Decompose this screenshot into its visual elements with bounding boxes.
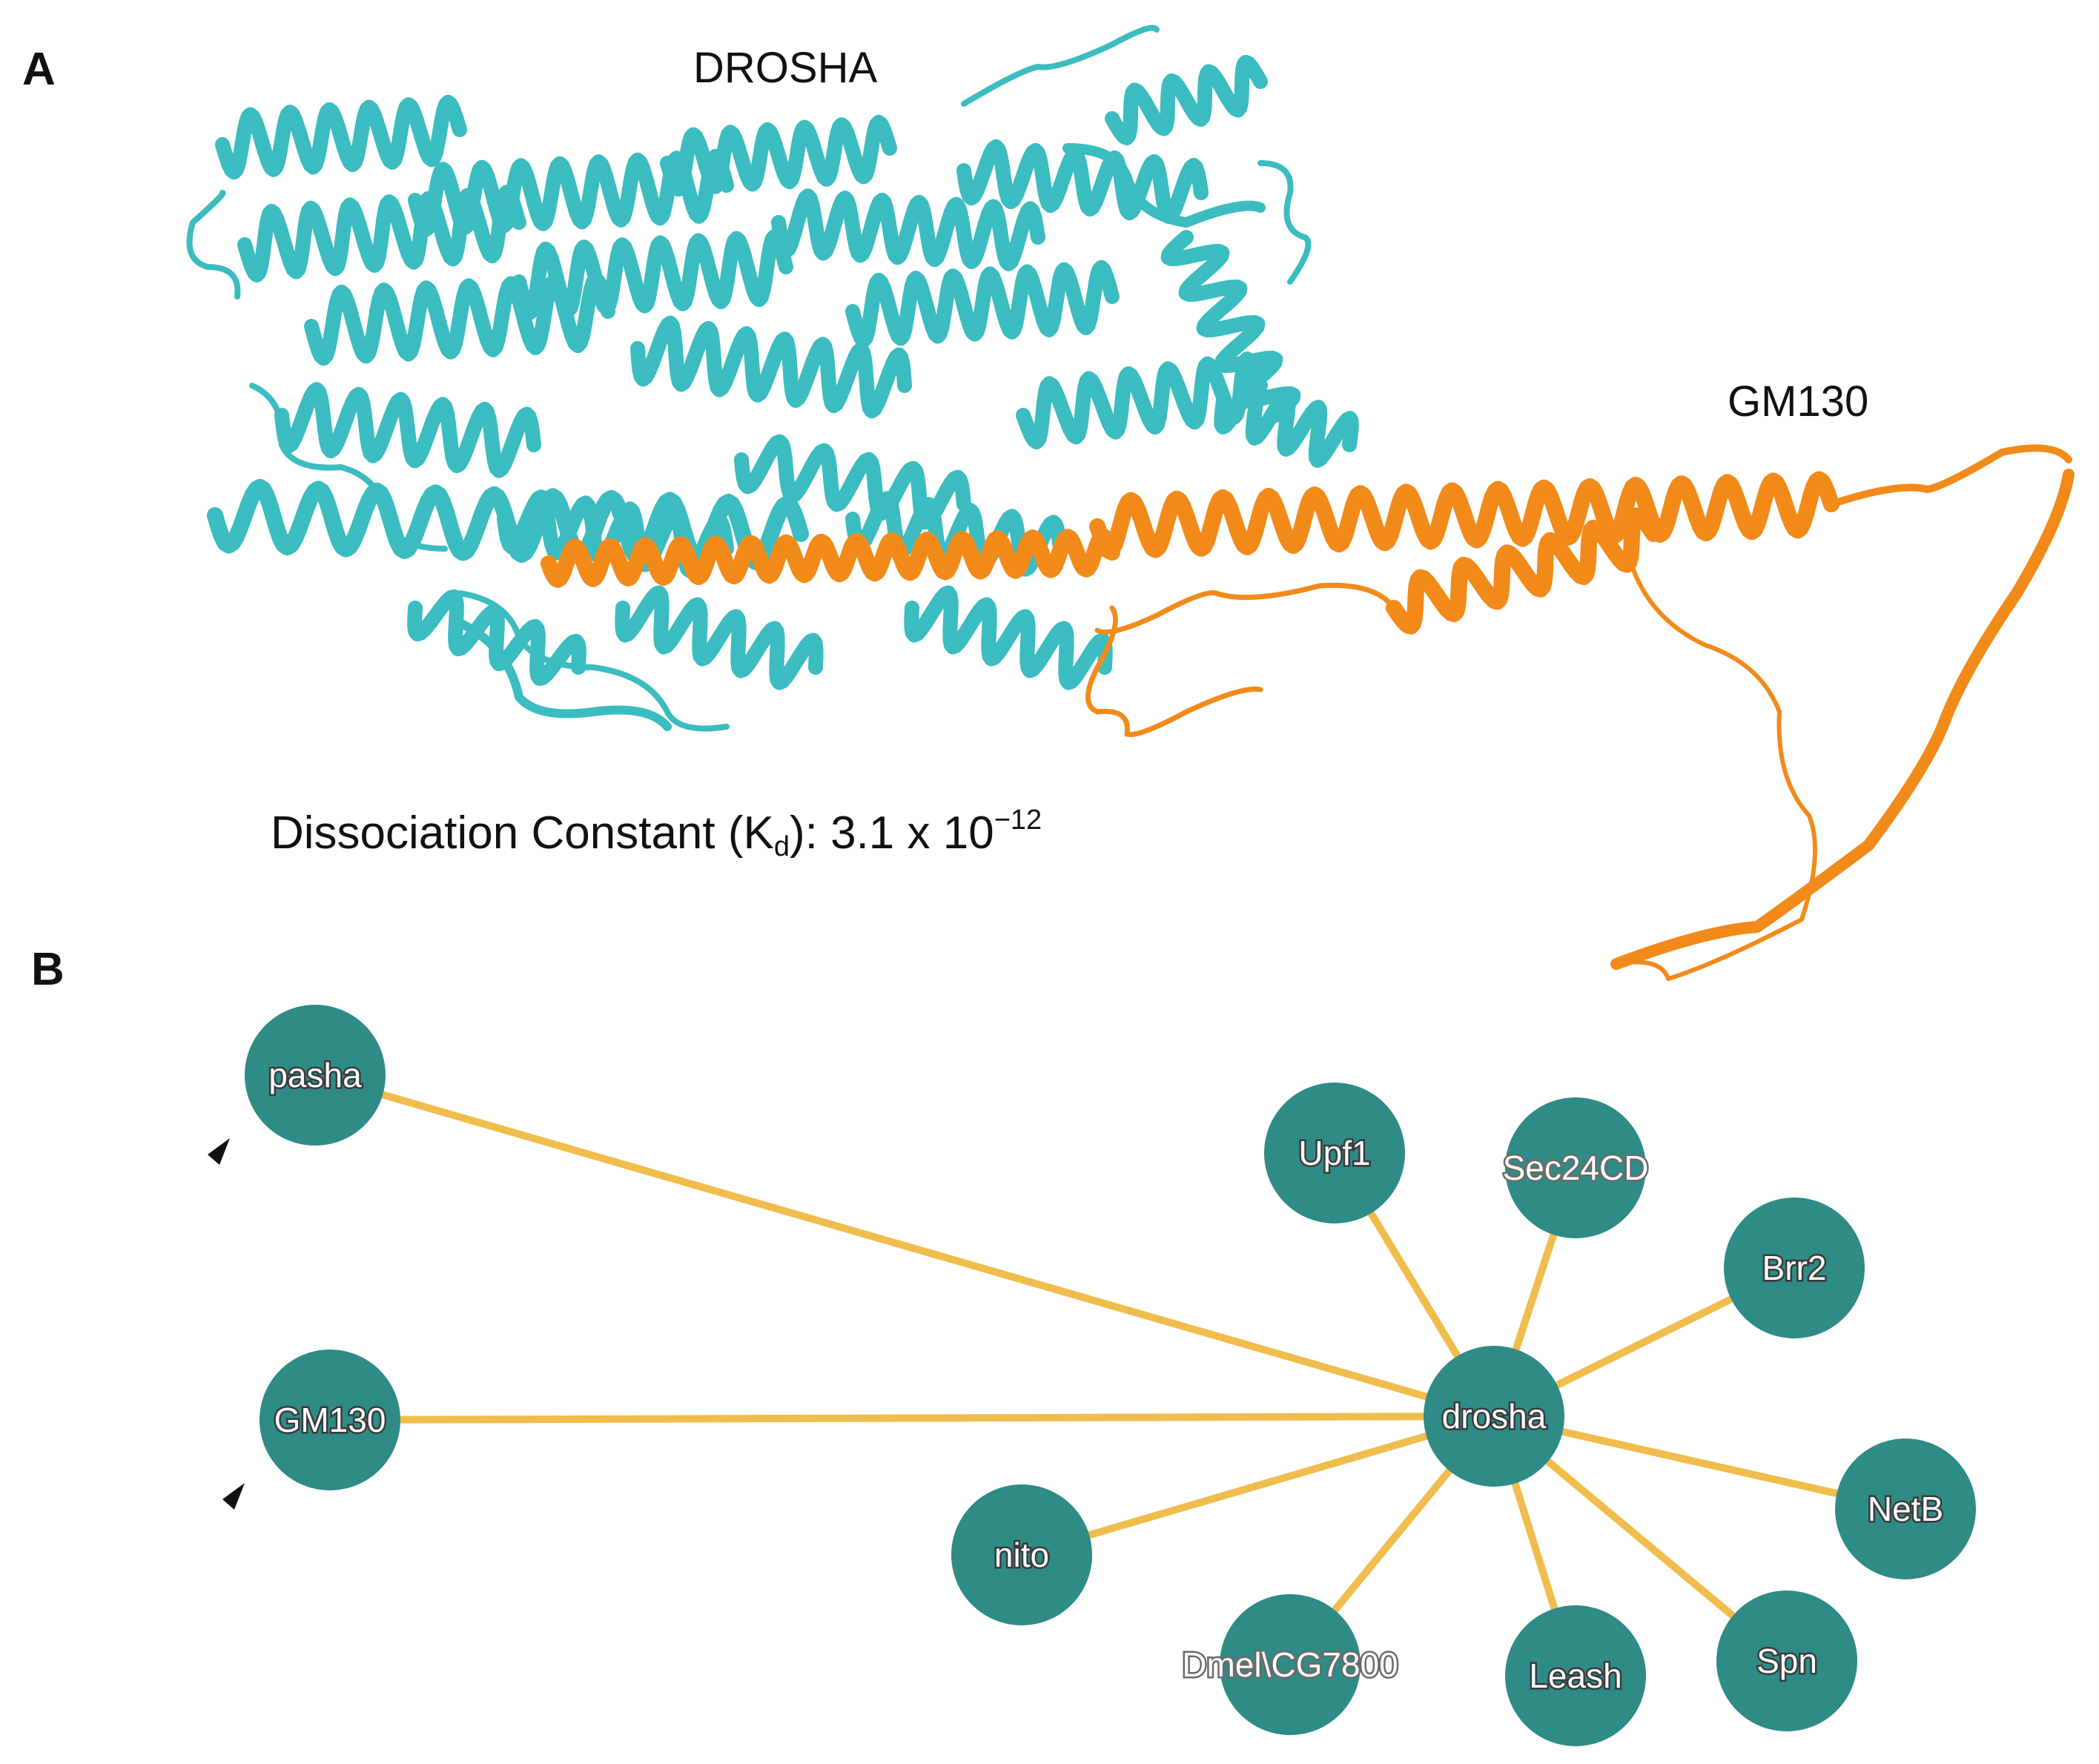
- node-circle[interactable]: [1716, 1590, 1857, 1731]
- node-drosha[interactable]: drosha: [1424, 1346, 1564, 1487]
- drosha-helix: [615, 585, 824, 690]
- drosha-structure-label: DROSHA: [693, 44, 878, 92]
- edge-drosha-GM130: [329, 1413, 1495, 1424]
- drosha-helix: [512, 228, 793, 320]
- gm130-coil: [1085, 605, 1263, 738]
- edge-drosha-pasha: [314, 1071, 1495, 1420]
- node-arrows: [208, 1138, 245, 1510]
- drosha-sheet: [1062, 143, 1266, 228]
- dissociation-constant: Dissociation Constant (Kd): 3.1 x 10−12: [271, 805, 1042, 863]
- drosha-helix: [734, 434, 971, 530]
- drosha-helix: [771, 188, 1045, 271]
- node-label: Upf1: [1298, 1134, 1370, 1172]
- node-label: Sec24CD: [1503, 1149, 1649, 1187]
- node-circle[interactable]: [1264, 1083, 1405, 1223]
- edge-drosha-Brr2: [1492, 1264, 1796, 1420]
- drosha-loop: [457, 590, 730, 732]
- drosha-sheet: [455, 618, 672, 731]
- node-circle[interactable]: [1424, 1346, 1564, 1487]
- gm130-helix: [1386, 507, 1662, 635]
- node-spn[interactable]: Spn: [1716, 1590, 1857, 1731]
- arrowhead-icon: [222, 1483, 245, 1510]
- node-circle[interactable]: [260, 1350, 400, 1490]
- drosha-helix: [630, 315, 912, 419]
- node-label: Dmel\CG7800: [1182, 1645, 1398, 1684]
- drosha-helix: [407, 589, 586, 687]
- edge-drosha-Spn: [1491, 1413, 1790, 1664]
- gm130-structure-label: GM130: [1728, 377, 1869, 426]
- gm130-coil: [1610, 469, 2075, 970]
- drosha-helix: [956, 139, 1209, 225]
- drosha-helix: [904, 585, 1113, 690]
- drosha-loop: [1257, 160, 1312, 285]
- node-circle[interactable]: [1505, 1097, 1646, 1238]
- node-dmelcg7800[interactable]: Dmel\CG7800: [1180, 1594, 1400, 1735]
- gm130-coil: [1614, 561, 1817, 981]
- drosha-loop: [186, 190, 241, 300]
- node-leash[interactable]: Leash: [1505, 1605, 1646, 1746]
- arrowhead-icon: [208, 1138, 230, 1165]
- drosha-helix: [1105, 55, 1268, 145]
- node-brr2[interactable]: Brr2: [1724, 1198, 1865, 1338]
- gm130-helix: [1089, 471, 1839, 560]
- edge-drosha-Leash: [1490, 1415, 1579, 1677]
- panel-a-label: A: [22, 44, 56, 95]
- protein-structure: [186, 24, 2075, 981]
- gm130-coil: [1828, 444, 2072, 508]
- node-circle[interactable]: [951, 1484, 1092, 1625]
- panel-b-label: B: [31, 944, 65, 995]
- drosha-helix: [1160, 230, 1301, 423]
- node-label: nito: [994, 1536, 1049, 1574]
- kd-exponent: −12: [994, 805, 1042, 836]
- kd-prefix: Dissociation Constant (K: [271, 807, 774, 859]
- node-circle[interactable]: [1724, 1198, 1865, 1338]
- edge-drosha-DmelCG7800: [1287, 1413, 1497, 1668]
- drosha-helix: [1214, 377, 1359, 468]
- node-circle[interactable]: [1835, 1438, 1976, 1579]
- gm130-structure: [541, 444, 2075, 981]
- gm130-helix: [541, 528, 1120, 588]
- drosha-helix: [274, 382, 541, 478]
- drosha-helix: [845, 260, 1120, 348]
- edge-drosha-nito: [1020, 1413, 1495, 1559]
- node-label: drosha: [1442, 1397, 1547, 1436]
- node-sec24cd[interactable]: Sec24CD: [1501, 1097, 1650, 1238]
- node-nito[interactable]: nito: [951, 1484, 1092, 1625]
- network-edges: [314, 1071, 1907, 1677]
- node-label: NetB: [1868, 1490, 1943, 1528]
- gm130-coil: [1094, 582, 1397, 635]
- edge-drosha-NetB: [1493, 1413, 1907, 1513]
- node-circle[interactable]: [245, 1005, 386, 1146]
- drosha-loop: [961, 24, 1160, 107]
- kd-subscript: d: [773, 831, 790, 862]
- node-netb[interactable]: NetB: [1835, 1438, 1976, 1579]
- node-label: pasha: [268, 1056, 362, 1094]
- drosha-helix: [660, 114, 897, 197]
- drosha-helix: [1016, 351, 1268, 449]
- node-label: Spn: [1756, 1642, 1817, 1680]
- node-pasha[interactable]: pasha: [245, 1005, 386, 1146]
- drosha-helix: [215, 94, 467, 180]
- edge-drosha-Upf1: [1331, 1151, 1498, 1418]
- kd-value: ): 3.1 x 10: [790, 807, 994, 859]
- node-label: Leash: [1529, 1656, 1622, 1695]
- node-circle[interactable]: [1220, 1594, 1361, 1735]
- edge-drosha-Sec24CD: [1490, 1166, 1579, 1418]
- node-label: Brr2: [1762, 1249, 1827, 1287]
- node-upf1[interactable]: Upf1: [1264, 1083, 1405, 1223]
- node-circle[interactable]: [1505, 1605, 1646, 1746]
- node-gm130[interactable]: GM130: [260, 1350, 400, 1490]
- node-label: GM130: [274, 1401, 386, 1439]
- drosha-structure: [186, 24, 1359, 732]
